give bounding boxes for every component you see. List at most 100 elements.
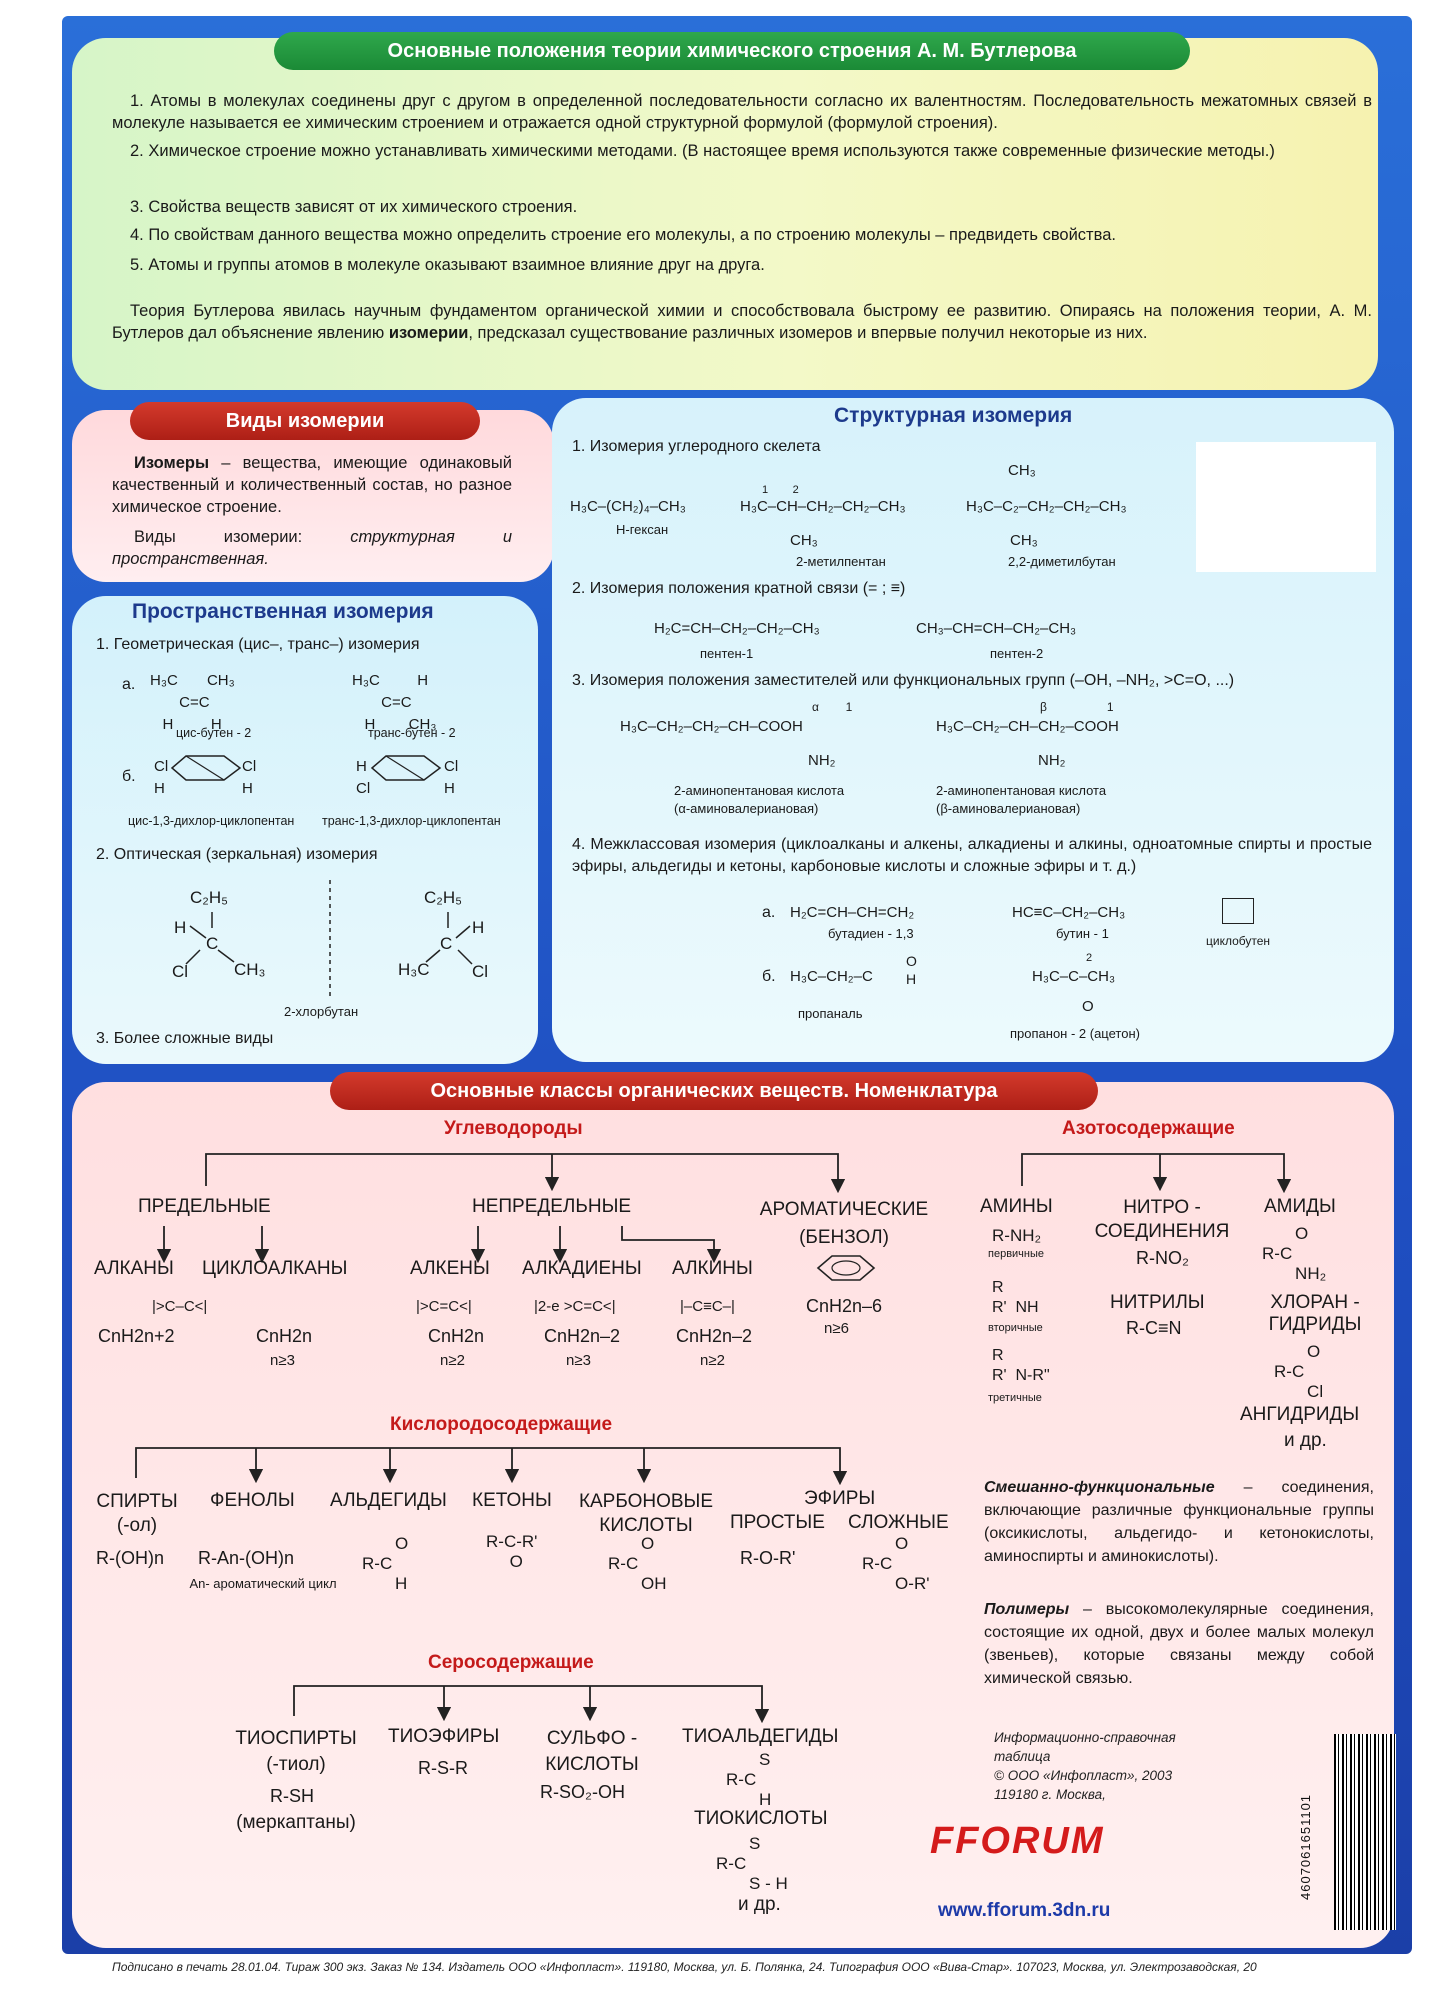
point-5: 5. Атомы и группы атомов в молекуле оказ…: [130, 256, 765, 274]
ethers-simple-formula: R-O-R': [740, 1548, 796, 1568]
amine-primary-formula: R-NH₂: [992, 1226, 1042, 1245]
amino1-label: 2-аминопентановая кислота(α-аминовалериа…: [674, 783, 845, 816]
esters-complex-label: СЛОЖНЫЕ: [848, 1512, 949, 1533]
optical-item: 2. Оптическая (зеркальная) изомерия: [96, 846, 378, 863]
isomer-types-title: Виды изомерии: [130, 402, 480, 440]
alkynes-formula: CnH2n–2: [676, 1326, 753, 1346]
cis-butene-label: цис-бутен - 2: [176, 726, 252, 740]
fforum-logo: FFORUM: [930, 1820, 1105, 1862]
optical-left-cl: Cl: [172, 962, 189, 981]
alkenes-n: n≥2: [440, 1352, 465, 1369]
cyclobutene-ring: [1222, 898, 1254, 924]
alkanes-bond: |>C–C<|: [152, 1298, 208, 1315]
propanone-number: 2: [1086, 952, 1093, 964]
pentene1-formula: H₂C=CH–CH₂–CH₂–CH₃: [654, 620, 820, 637]
hydrocarbons-title: Углеводороды: [444, 1118, 583, 1139]
trans-butene-label: транс-бутен - 2: [368, 726, 456, 740]
site-url[interactable]: www.fforum.3dn.ru: [938, 1900, 1111, 1921]
pentene2-formula: CH₃–CH=CH–CH₂–CH₃: [916, 620, 1077, 637]
print-footer: Подписано в печать 28.01.04. Тираж 300 э…: [112, 1960, 1257, 1974]
amine-secondary-formula: R R' NH: [992, 1279, 1039, 1316]
phenols-formula: R-An-(OH)n: [198, 1548, 295, 1568]
amines-label: АМИНЫ: [980, 1196, 1053, 1217]
cyclobutene-label: циклобутен: [1206, 934, 1271, 948]
oxygen-title: Кислородосодержащие: [390, 1414, 613, 1435]
aromatic-formula: CnH2n–6: [806, 1296, 883, 1316]
butlerov-title: Основные положения теории химического ст…: [274, 32, 1190, 70]
thioacids-label: ТИОКИСЛОТЫ: [694, 1808, 828, 1829]
thioaldehydes-label: ТИОАЛЬДЕГИДЫ: [682, 1726, 839, 1747]
pentene1-label: пентен-1: [700, 646, 754, 661]
ethers-simple-label: ПРОСТЫЕ: [730, 1512, 825, 1533]
optical-left-h: H: [174, 918, 187, 937]
alkenes-bond: |>C=C<|: [416, 1298, 472, 1315]
amine-secondary-label: вторичные: [988, 1322, 1043, 1334]
isomer-kinds: Виды изомерии: структурная и пространств…: [112, 528, 512, 568]
thioethers-label: ТИОЭФИРЫ: [388, 1726, 500, 1747]
propanone-label: пропанон - 2 (ацетон): [1010, 1026, 1140, 1041]
classes-title: Основные классы органических веществ. Но…: [330, 1072, 1098, 1110]
point-4: 4. По свойствам данного вещества можно о…: [130, 226, 1116, 244]
double-bond-item: 2. Изомерия положения кратной связи (= ;…: [572, 580, 906, 597]
amine-primary-label: первичные: [988, 1248, 1045, 1260]
nitro-label: НИТРО - СОЕДИНЕНИЯ: [1094, 1197, 1230, 1242]
mixed-functional: Смешанно-функциональные – соединения, вк…: [984, 1479, 1374, 1565]
spatial-isomerism-panel: [72, 596, 538, 1064]
propanal-label: пропаналь: [798, 1006, 863, 1021]
label-b: б.: [122, 768, 136, 785]
butyne-label: бутин - 1: [1056, 926, 1109, 941]
ketones-label: КЕТОНЫ: [472, 1490, 552, 1511]
alpha-mark: α 1: [812, 700, 853, 714]
point-2: 2. Химическое строение можно устанавлива…: [130, 142, 1275, 160]
sulfur-etc: и др.: [738, 1894, 781, 1915]
butadiene-formula: H₂C=CH–CH=CH₂: [790, 904, 915, 921]
amino1-formula: H₃C–CH₂–CH₂–CH–COOH: [620, 718, 803, 735]
alkadienes-bond: |2-e >C=C<|: [534, 1298, 616, 1315]
alcohols-formula: R-(OH)n: [96, 1548, 164, 1568]
unsaturated-label: НЕПРЕДЕЛЬНЫЕ: [472, 1196, 632, 1217]
cycloalkanes-n: n≥3: [270, 1352, 295, 1369]
interclass-b: б.: [762, 968, 776, 985]
geometric-item: 1. Геометрическая (цис–, транс–) изомери…: [96, 636, 420, 653]
amine-tertiary-label: третичные: [988, 1392, 1042, 1404]
chlorobutane-label: 2-хлорбутан: [284, 1004, 359, 1019]
cycloalkanes-label: ЦИКЛОАЛКАНЫ: [202, 1258, 348, 1279]
optical-left-c: C: [206, 934, 219, 953]
propanone-formula: H₃C–C–CH₃: [1032, 968, 1116, 985]
butlerov-summary: Теория Бутлерова явилась научным фундаме…: [112, 302, 1372, 342]
butadiene-label: бутадиен - 1,3: [828, 926, 914, 941]
alkanes-label: АЛКАНЫ: [94, 1258, 174, 1279]
hexane-formula: H₃C–(CH₂)₄–CH₃: [570, 498, 686, 515]
carboxylic-label: КАРБОНОВЫЕ КИСЛОТЫ: [578, 1491, 714, 1536]
point-1: 1. Атомы в молекулах соединены друг с др…: [112, 92, 1372, 132]
acyl-chlorides-label: ХЛОРАН - ГИДРИДЫ: [1268, 1292, 1362, 1335]
propanone-o: O: [1082, 998, 1094, 1015]
optical-right-c2h5: C₂H₅: [424, 888, 463, 907]
optical-left-c2h5: C₂H₅: [190, 888, 229, 907]
butlerov-panel: [72, 38, 1378, 390]
alcohols-label: СПИРТЫ (-ол): [96, 1491, 178, 1536]
cis-dcp-label: цис-1,3-дихлор-циклопентан: [128, 814, 295, 828]
dmb-top-ch3: CH₃: [1008, 462, 1036, 479]
aromatic-label: АРОМАТИЧЕСКИЕ (БЕНЗОЛ): [759, 1199, 929, 1248]
thioethers-formula: R-S-R: [418, 1758, 468, 1778]
alkadienes-n: n≥3: [566, 1352, 591, 1369]
amino1-nh2: NH₂: [808, 752, 836, 769]
cis-butene-structure: H₃C CH₃ C=C H H: [150, 672, 235, 733]
substituent-item: 3. Изомерия положения заместителей или ф…: [572, 672, 1235, 689]
esters-label: ЭФИРЫ: [804, 1488, 876, 1509]
mercaptans-label: (меркаптаны): [236, 1812, 356, 1833]
hexane-label: Н-гексан: [616, 522, 669, 537]
white-patch: [1196, 442, 1376, 572]
ketone-formula: R-C-R' O: [486, 1532, 538, 1571]
thiols-formula: R-SH: [270, 1786, 314, 1806]
butyne-formula: HC≡C–CH₂–CH₃: [1012, 904, 1126, 921]
aromatic-cycle-label: An- ароматический цикл: [189, 1576, 337, 1591]
